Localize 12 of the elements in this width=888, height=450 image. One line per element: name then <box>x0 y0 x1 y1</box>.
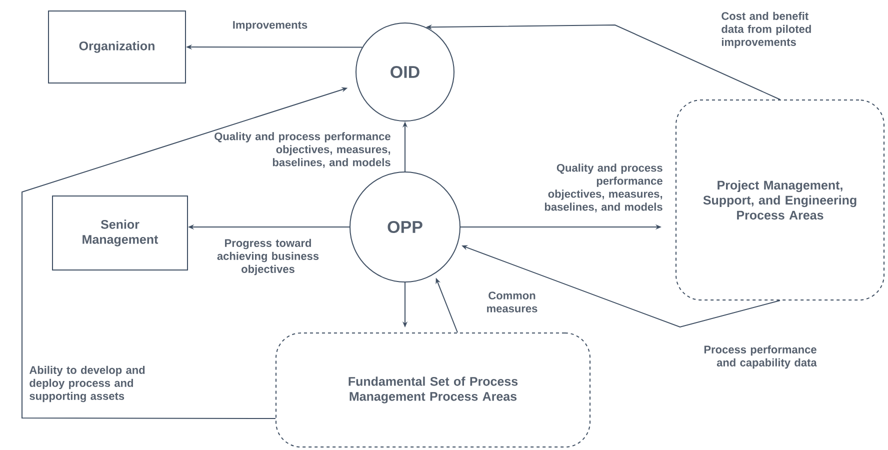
edge-label: Quality and process performance objectives, measures, baselines, and models <box>544 164 662 212</box>
process-box: Organization <box>48 10 186 84</box>
edge-label: Quality and process performance objectives, measures, baselines, and models <box>214 132 390 168</box>
edge-label: Process performance and capability data <box>704 345 817 369</box>
edge-label: Improvements <box>233 21 308 31</box>
edge-label: Common measures <box>487 292 538 312</box>
process-box: Senior Management <box>52 196 188 270</box>
edge-label: Cost and benefit data from piloted improvements <box>722 12 811 48</box>
edge-label: Progress toward achieving business objectives <box>217 238 319 276</box>
process-area-box: Project Management, Support, and Engineering Process Areas <box>676 100 884 300</box>
process-area-box: Fundamental Set of Process Management Process Areas <box>276 332 590 448</box>
edge-label: Ability to develop and deploy process and supporting assets <box>29 366 145 402</box>
